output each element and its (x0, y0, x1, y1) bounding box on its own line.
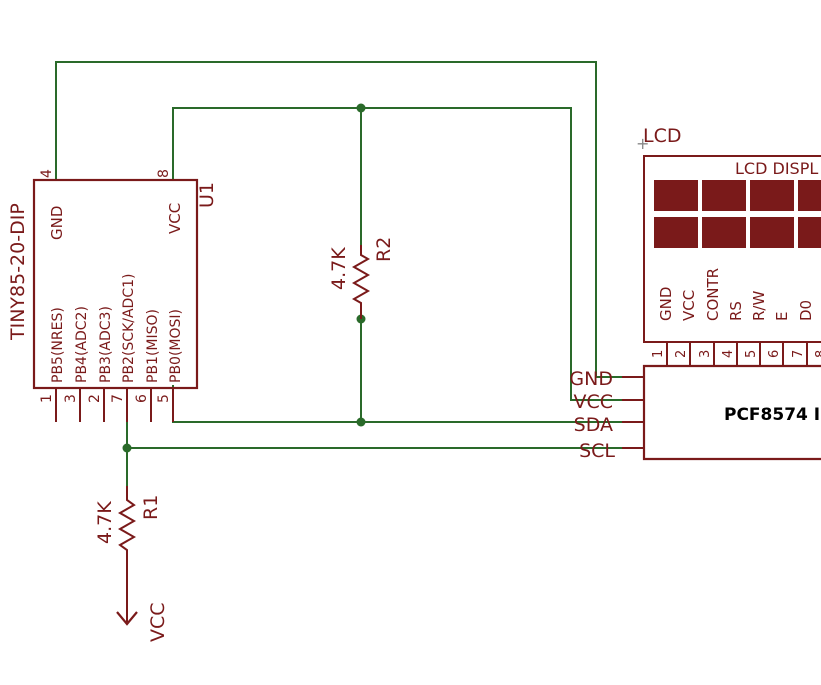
u1-gpio-labels: PB5(NRES) PB4(ADC2) PB3(ADC3) PB2(SCK/AD… (50, 274, 184, 383)
resistor-zigzag-icon (117, 486, 137, 562)
wire-net-vcc (172, 107, 622, 401)
pcf-pin-vcc: VCC (573, 391, 613, 413)
lcd-display[interactable]: + LCD LCD DISPL GND VCC CONTR RS R/W E D… (636, 125, 821, 366)
svg-text:5: 5 (744, 350, 759, 358)
r1-ref-label: R1 (140, 495, 162, 520)
svg-text:2: 2 (87, 394, 103, 403)
svg-text:RS: RS (727, 301, 745, 321)
lcd-character-cells (654, 180, 821, 248)
lcd-title: LCD DISPL (735, 159, 818, 178)
svg-text:R/W: R/W (750, 291, 768, 321)
r2-ref-label: R2 (373, 237, 395, 262)
r1-value-label: 4.7K (94, 501, 116, 544)
svg-text:GND: GND (657, 287, 675, 321)
junction-dot (356, 417, 366, 427)
u1-ref-label: U1 (196, 182, 218, 208)
u1-bottom-pins (55, 388, 174, 422)
svg-text:1: 1 (39, 394, 55, 403)
supply-arrow-icon (116, 611, 138, 626)
lcd-pin-stubs (666, 342, 808, 366)
svg-text:PB1(MISO): PB1(MISO) (145, 309, 161, 383)
junction-dot (122, 443, 132, 453)
svg-text:3: 3 (698, 350, 713, 358)
svg-text:2: 2 (674, 350, 689, 358)
vcc-supply-symbol[interactable]: VCC (116, 602, 169, 642)
wire-net-gnd (55, 61, 622, 378)
svg-text:PB0(MOSI): PB0(MOSI) (168, 309, 184, 383)
svg-text:8: 8 (814, 350, 821, 358)
lcd-ref-label: LCD (643, 125, 681, 147)
svg-text:3: 3 (63, 394, 79, 403)
u1-pin-number: 4 (39, 169, 55, 178)
pcf8574-pin-labels: GND VCC SDA SCL (569, 368, 615, 462)
u1-attiny85[interactable]: TINY85-20-DIP U1 4 8 GND VCC PB5(NRES) P… (7, 169, 218, 422)
svg-text:PB5(NRES): PB5(NRES) (50, 307, 66, 383)
svg-text:6: 6 (767, 350, 782, 358)
svg-text:7: 7 (110, 394, 126, 403)
r2-resistor[interactable]: 4.7K R2 (328, 237, 395, 319)
pcf8574-title: PCF8574 I (724, 405, 820, 425)
u1-body (32, 178, 199, 390)
svg-text:E: E (773, 312, 791, 321)
u1-pin-number: 8 (156, 169, 172, 178)
pcf-pin-scl: SCL (579, 440, 615, 462)
svg-text:VCC: VCC (680, 290, 698, 321)
lcd-body (643, 155, 821, 343)
svg-text:4: 4 (721, 350, 736, 358)
svg-text:PB3(ADC3): PB3(ADC3) (98, 306, 114, 383)
pcf8574-body (642, 364, 821, 461)
svg-text:D0: D0 (797, 300, 815, 321)
u1-gnd-pin-label: GND (48, 206, 66, 240)
pcf-pin-gnd: GND (569, 368, 613, 390)
svg-text:1: 1 (651, 350, 666, 358)
r1-resistor[interactable]: 4.7K R1 (94, 486, 162, 622)
wire-net-scl (126, 388, 622, 486)
pcf8574-module[interactable]: PCF8574 I GND VCC SDA SCL (569, 364, 821, 462)
svg-text:7: 7 (791, 350, 806, 358)
pcf8574-pin-stubs (622, 376, 644, 449)
svg-text:5: 5 (156, 394, 172, 403)
svg-text:CONTR: CONTR (704, 268, 722, 321)
r2-value-label: 4.7K (328, 247, 350, 290)
svg-text:6: 6 (134, 394, 150, 403)
lcd-pin-labels: GND VCC CONTR RS R/W E D0 (657, 268, 815, 321)
u1-vcc-pin-label: VCC (166, 203, 184, 234)
vcc-supply-label: VCC (147, 602, 169, 642)
svg-text:PB4(ADC2): PB4(ADC2) (74, 306, 90, 383)
resistor-zigzag-icon (351, 245, 371, 319)
junction-dot (356, 103, 366, 113)
lcd-pin-numbers: 1 2 3 4 5 6 7 8 (651, 350, 821, 358)
lcd-origin-cross-icon: + (636, 134, 649, 153)
pcf-pin-sda: SDA (574, 414, 613, 436)
u1-bottom-pin-numbers: 1 3 2 7 6 5 (39, 394, 172, 403)
wire-net-sda (172, 318, 622, 423)
svg-text:PB2(SCK/ADC1): PB2(SCK/ADC1) (121, 274, 137, 383)
u1-package-label: TINY85-20-DIP (7, 203, 29, 341)
